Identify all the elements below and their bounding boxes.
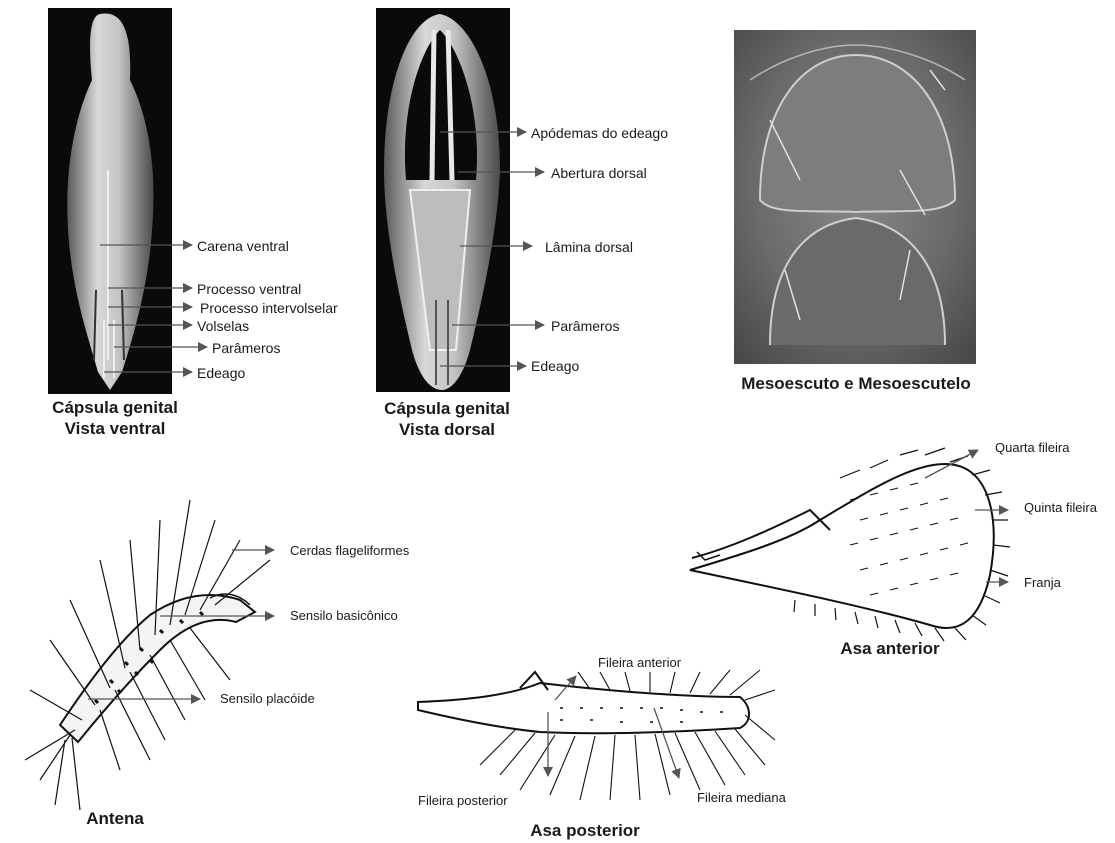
caption-hindwing: Asa posterior [500,820,670,841]
label-lamina-dorsal: Lâmina dorsal [545,239,633,255]
caption-forewing: Asa anterior [805,638,975,659]
caption-antenna: Antena [60,808,170,829]
label-abertura-dorsal: Abertura dorsal [551,165,647,181]
caption-dorsal-line2: Vista dorsal [362,419,532,440]
caption-ventral-line1: Cápsula genital [30,397,200,418]
dorsal-sem-image [376,8,510,392]
caption-mesoscutum: Mesoescuto e Mesoescutelo [716,373,996,394]
label-parameros-dorsal: Parâmeros [551,318,619,334]
label-sensilo-placoide: Sensilo placóide [220,691,315,707]
caption-ventral: Cápsula genital Vista ventral [30,397,200,439]
label-carena-ventral: Carena ventral [197,238,289,254]
caption-dorsal-line1: Cápsula genital [362,398,532,419]
label-quinta-fileira: Quinta fileira [1024,500,1097,516]
label-sensilo-basiconico: Sensilo basicônico [290,608,398,624]
caption-dorsal: Cápsula genital Vista dorsal [362,398,532,440]
label-cerdas-flageliformes: Cerdas flageliformes [290,543,409,559]
label-fileira-anterior: Fileira anterior [598,655,681,671]
caption-ventral-line2: Vista ventral [30,418,200,439]
hindwing-drawing [418,670,775,800]
label-fileira-mediana: Fileira mediana [697,790,786,806]
antenna-drawing [25,500,270,810]
label-franja: Franja [1024,575,1061,591]
label-apodemas-edeago: Apódemas do edeago [531,125,668,141]
mesoscutum-sem-image [734,30,976,364]
label-volselas: Volselas [197,318,249,334]
forewing-drawing [690,448,1010,641]
label-parameros-ventral: Parâmeros [212,340,280,356]
label-processo-intervolselar: Processo intervolselar [200,300,338,316]
ventral-sem-image [48,8,172,394]
label-fileira-posterior: Fileira posterior [418,793,508,809]
label-edeago-dorsal: Edeago [531,358,579,374]
label-quarta-fileira: Quarta fileira [995,440,1069,456]
label-processo-ventral: Processo ventral [197,281,301,297]
label-edeago-ventral: Edeago [197,365,245,381]
